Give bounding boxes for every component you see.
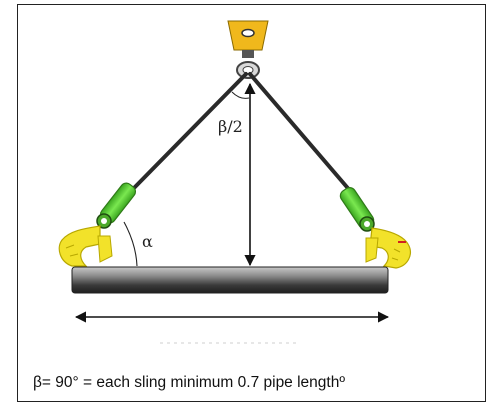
crane-hook-block-icon xyxy=(227,20,269,79)
caption: β= 90° = each sling minimum 0.7 pipe len… xyxy=(33,374,346,391)
half-beta-arc xyxy=(231,91,250,99)
pipe xyxy=(71,266,389,294)
left-sling xyxy=(132,72,248,190)
half-beta-label: β/2 xyxy=(218,117,243,136)
pipe-hook-icon xyxy=(365,227,411,269)
alpha-label: α xyxy=(142,232,153,251)
alpha-arc xyxy=(123,221,138,267)
left-sling-handle xyxy=(96,182,137,229)
pipe-hook-icon xyxy=(58,225,113,267)
right-sling-handle xyxy=(339,187,375,232)
right-sling xyxy=(248,72,354,195)
